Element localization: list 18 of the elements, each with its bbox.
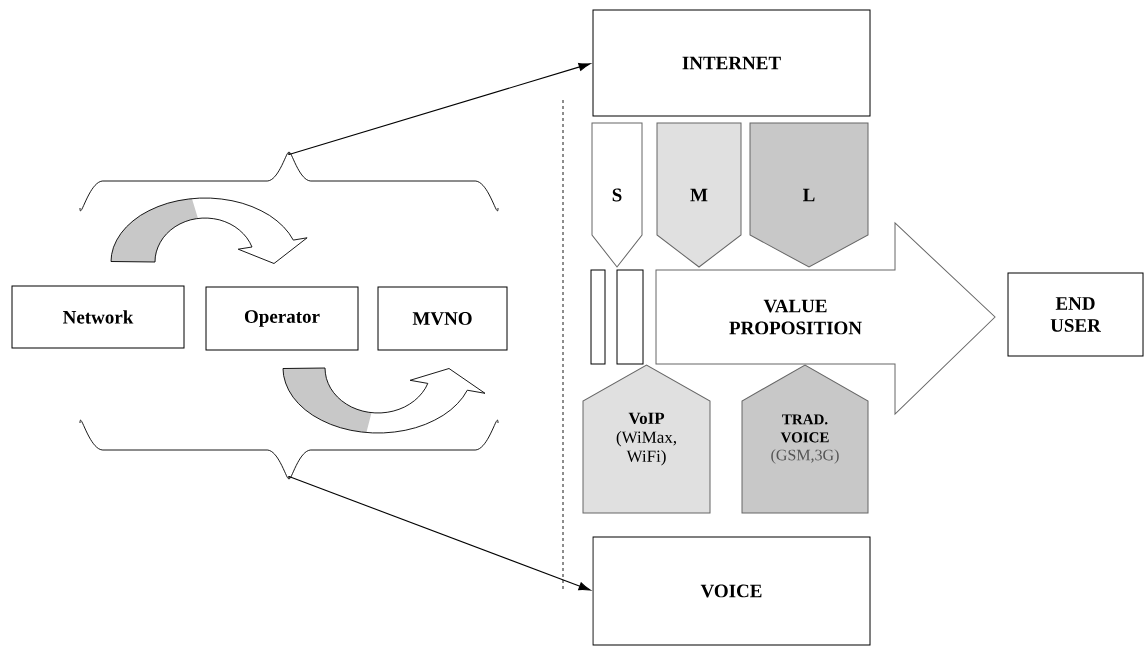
box: INTERNET	[592, 9, 871, 117]
box: VOICE	[592, 536, 871, 646]
pentagon-box: L	[749, 122, 869, 268]
brace	[79, 151, 499, 212]
box: Network	[11, 285, 185, 349]
arrow	[288, 62, 591, 156]
curved-arrow	[110, 197, 308, 264]
pentagon-box: TRAD. VOICE (GSM,3G)	[741, 364, 869, 514]
bar	[616, 269, 644, 365]
curved-arrow	[282, 367, 486, 434]
bar	[590, 269, 606, 365]
box: Operator	[205, 286, 359, 351]
arrow	[288, 475, 591, 591]
brace	[79, 419, 499, 480]
pentagon-box: VoIP (WiMax, WiFi)	[582, 364, 711, 514]
box: MVNO	[377, 286, 508, 351]
pentagon-box: M	[656, 122, 742, 268]
box: END USER	[1007, 272, 1144, 357]
